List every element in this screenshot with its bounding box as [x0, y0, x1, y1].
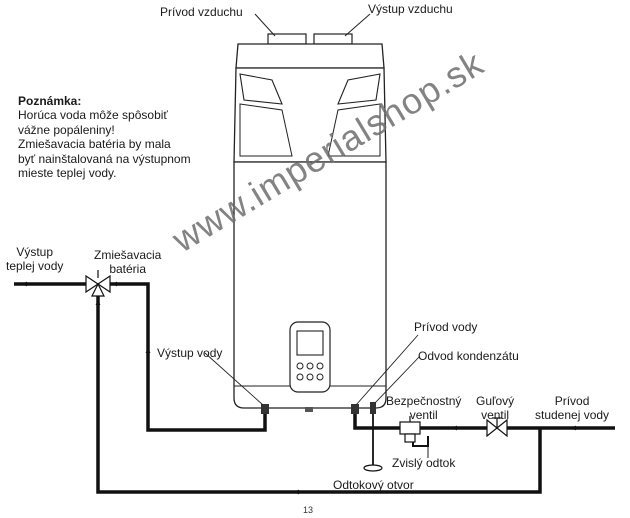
label-cold-water-inlet: Prívod studenej vody — [535, 394, 610, 422]
note-line: vážne popáleniny! — [18, 122, 115, 137]
unit-grille-left — [239, 73, 283, 105]
label-hot-water-outlet: Výstup teplej vody — [6, 245, 64, 273]
label-water-inlet: Prívod vody — [414, 320, 478, 334]
label-safety-valve: Bezpečnostný ventil — [386, 394, 462, 422]
drain-hole — [363, 464, 383, 472]
label-water-outlet: Výstup vody — [157, 346, 223, 360]
label-vertical-drain: Zvislý odtok — [392, 456, 456, 470]
fitting-cold-inlet — [351, 404, 359, 414]
flow-arrows — [21, 281, 585, 495]
label-ball-valve: Guľový ventil — [476, 394, 515, 422]
hot-water-pipe — [14, 282, 267, 432]
note-line: Zmiešavacia batéria by mala — [18, 137, 171, 152]
leader-lines — [204, 334, 421, 406]
label-mixing-valve: Zmiešavacia batéria — [94, 248, 162, 276]
leader-air-inlet — [254, 13, 276, 37]
fitting-hot-outlet — [261, 404, 269, 414]
note-title: Poznámka: — [18, 94, 82, 108]
page-number: 13 — [303, 505, 314, 515]
note-line: Horúca voda môže spôsobiť — [18, 108, 168, 123]
label-air-outlet: Výstup vzduchu — [368, 2, 453, 16]
safety-valve-icon — [399, 416, 421, 443]
ball-valve-icon — [486, 417, 508, 438]
leader-air-outlet — [344, 13, 371, 37]
label-drain-outlet: Odtokový otvor — [333, 478, 414, 492]
safety-valve-drain — [412, 436, 429, 447]
fitting-condensate — [370, 402, 376, 414]
label-condensate-drain: Odvod kondenzátu — [418, 349, 519, 363]
note-line: mieste teplej vody. — [18, 166, 117, 181]
fitting-center — [305, 407, 313, 412]
warning-note: Poznámka: Horúca voda môže spôsobiť vážn… — [18, 94, 191, 180]
unit-face-right — [327, 103, 381, 157]
unit-top-cap — [235, 43, 385, 69]
control-display — [296, 330, 324, 356]
control-buttons — [296, 362, 324, 381]
unit-grille-right — [337, 73, 381, 105]
label-air-inlet: Prívod vzduchu — [160, 5, 243, 19]
unit-face-left — [239, 103, 293, 157]
note-line: byť nainštalovaná na výstupnom — [18, 151, 191, 166]
cold-water-pipe — [96, 296, 615, 494]
air-inlet-duct — [267, 33, 307, 45]
